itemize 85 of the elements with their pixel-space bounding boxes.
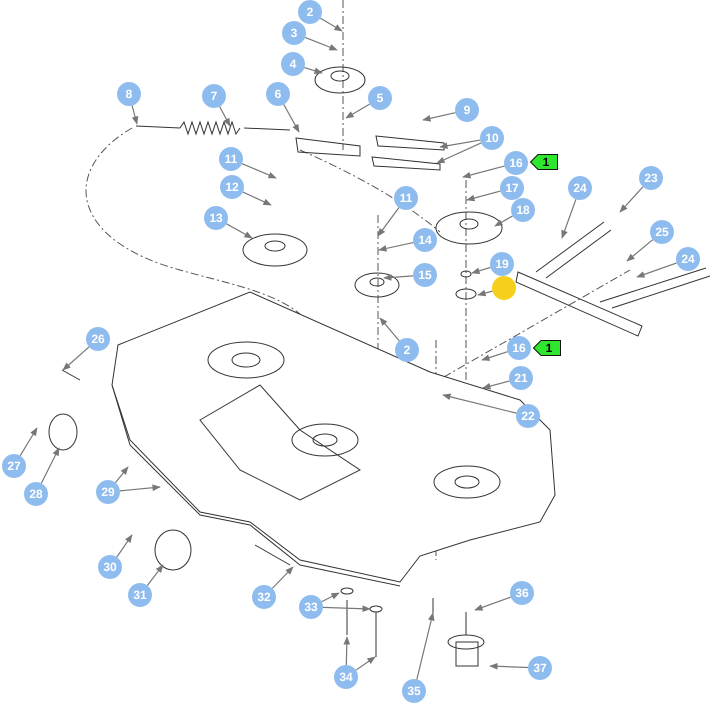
leader-line xyxy=(356,656,376,671)
callout-number: 29 xyxy=(96,480,120,504)
leader-line xyxy=(146,564,164,586)
leader-line xyxy=(379,317,400,342)
leader-line xyxy=(242,191,272,206)
callout-tag: 1 xyxy=(530,154,558,170)
callout-number: 7 xyxy=(202,84,226,108)
callout-number: 16 xyxy=(504,151,528,175)
leader-line xyxy=(471,266,491,274)
leader-line xyxy=(343,636,350,666)
leader-line xyxy=(320,18,343,32)
leader-line xyxy=(304,36,338,51)
callout-number: 26 xyxy=(86,327,110,351)
callout-tag: 1 xyxy=(533,340,561,356)
leader-line xyxy=(378,242,414,252)
leader-line xyxy=(378,207,400,237)
leader-line xyxy=(219,106,231,127)
callout-number: 17 xyxy=(500,176,524,200)
callout-number: 15 xyxy=(413,263,437,287)
leader-line xyxy=(494,215,513,227)
callout-number: 11 xyxy=(219,147,243,171)
callout-number: 23 xyxy=(639,166,663,190)
callout-number: 32 xyxy=(252,585,276,609)
callout-number: 25 xyxy=(650,220,674,244)
callout-number: 16 xyxy=(507,336,531,360)
leader-line xyxy=(481,351,508,361)
callout-number: 2 xyxy=(395,338,419,362)
leader-line xyxy=(116,534,132,558)
callout-number: 11 xyxy=(394,186,418,210)
leader-line xyxy=(304,66,323,74)
leader-line xyxy=(20,427,38,456)
callout-number: 8 xyxy=(117,82,141,106)
callout-number: 21 xyxy=(509,366,533,390)
callout-number: 13 xyxy=(204,206,228,230)
leader-line xyxy=(120,484,161,492)
leader-line xyxy=(62,346,90,371)
leader-line xyxy=(462,165,505,178)
leader-line xyxy=(442,394,516,414)
leader-line xyxy=(322,605,371,612)
callout-number: 30 xyxy=(98,555,122,579)
leader-line xyxy=(636,262,677,278)
leader-line xyxy=(40,447,60,484)
callout-number: 14 xyxy=(413,228,437,252)
leader-line xyxy=(422,112,456,122)
callout-number: 6 xyxy=(266,82,290,106)
leader-line xyxy=(226,223,253,239)
callout-number: 36 xyxy=(510,581,534,605)
callout-number: 37 xyxy=(528,656,552,680)
leader-line xyxy=(561,199,576,239)
callout-number: 24 xyxy=(676,247,700,271)
callout-number: 35 xyxy=(402,679,426,703)
leader-line xyxy=(439,139,480,150)
leader-line xyxy=(466,190,501,202)
callout-number: 34 xyxy=(334,665,358,689)
callout-number: 19 xyxy=(490,252,514,276)
callout-number: 31 xyxy=(128,583,152,607)
leader-line xyxy=(436,142,482,164)
callout-number: 18 xyxy=(511,198,535,222)
callout-number: 10 xyxy=(480,126,504,150)
leader-line xyxy=(482,380,510,390)
callout-number: 28 xyxy=(24,482,48,506)
leader-line xyxy=(383,274,414,281)
leader-line xyxy=(321,592,340,602)
leader-line xyxy=(345,104,370,119)
leader-line xyxy=(242,163,277,179)
leader-line xyxy=(272,566,294,589)
callout-number: 12 xyxy=(220,175,244,199)
marker-dot xyxy=(492,276,516,300)
callout-number: 5 xyxy=(368,86,392,110)
leader-line xyxy=(626,239,654,262)
leader-line xyxy=(474,596,511,611)
leader-line xyxy=(132,105,138,125)
leader-line xyxy=(416,612,434,680)
leader-line xyxy=(477,290,493,296)
leader-line xyxy=(283,104,300,133)
callout-number: 27 xyxy=(2,454,26,478)
callout-number: 33 xyxy=(299,595,323,619)
callout-number: 24 xyxy=(568,176,592,200)
callout-number: 9 xyxy=(455,98,479,122)
leader-line xyxy=(619,186,644,213)
callout-number: 4 xyxy=(281,52,305,76)
callout-number: 2 xyxy=(298,0,322,24)
leader-line xyxy=(489,662,528,670)
leader-line xyxy=(115,466,129,483)
callout-number: 3 xyxy=(282,21,306,45)
